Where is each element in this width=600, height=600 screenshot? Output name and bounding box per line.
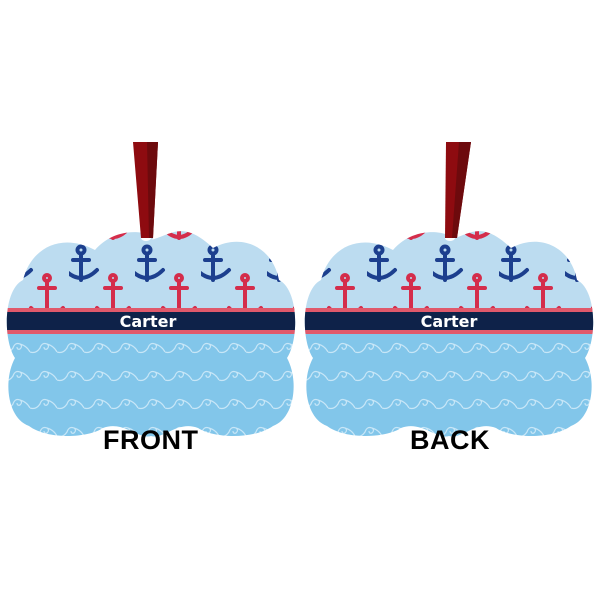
band-stripe-top xyxy=(6,308,296,312)
band-stripe-bottom xyxy=(6,330,296,334)
front-label: FRONT xyxy=(103,425,199,455)
ribbon-shade xyxy=(452,142,471,238)
name-band xyxy=(304,312,594,330)
back-label: BACK xyxy=(410,425,490,455)
name-band xyxy=(6,312,296,330)
ornament-front-graphic: Carter xyxy=(6,142,296,437)
anchor-pattern xyxy=(6,231,296,312)
ribbon-shade xyxy=(147,142,158,238)
ornament-front: Carter xyxy=(3,140,299,440)
anchor-pattern xyxy=(304,231,594,312)
band-stripe-top xyxy=(304,308,594,312)
name-text: Carter xyxy=(421,312,478,331)
band-stripe-bottom xyxy=(304,330,594,334)
ornament-back-graphic: Carter xyxy=(304,142,594,437)
name-text: Carter xyxy=(120,312,177,331)
ornament-back: Carter xyxy=(301,140,597,440)
